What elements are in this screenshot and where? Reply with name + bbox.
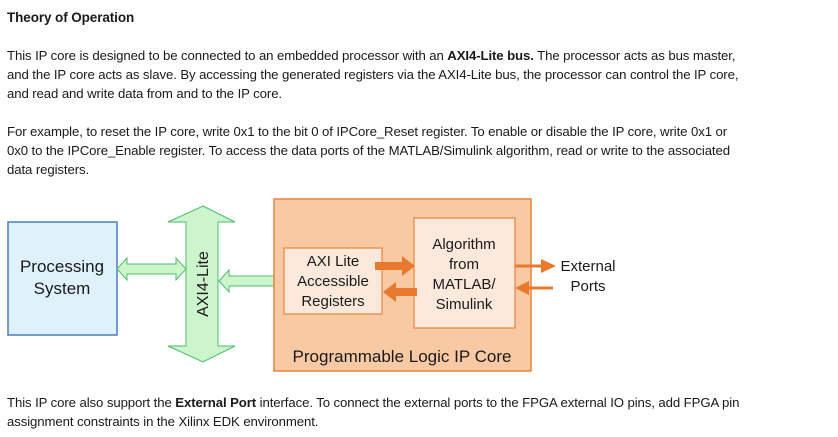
axi-registers-label-line2: Accessible (297, 273, 369, 290)
processing-system-box (7, 221, 118, 336)
bold-term-axi4-lite-bus: AXI4-Lite bus. (447, 48, 534, 63)
paragraph-line: assignment constraints in the Xilinx EDK… (7, 414, 319, 429)
algorithm-label-line2: from (449, 256, 479, 273)
axi-registers-label-line1: AXI Lite (307, 253, 360, 270)
axi-registers-box (283, 247, 383, 315)
processing-system-label-line1: Processing (20, 257, 104, 276)
paragraph-intro: This IP core is designed to be connected… (7, 46, 738, 103)
paragraph-line: This IP core also support the External P… (7, 393, 739, 412)
paragraph-line: and read and write data from and to the … (7, 86, 282, 101)
ip-core-label: Programmable Logic IP Core (293, 347, 512, 366)
paragraph-line: This IP core is designed to be connected… (7, 46, 738, 65)
registers-to-algorithm-arrow (375, 256, 415, 276)
external-to-algorithm-arrowhead (515, 281, 529, 295)
paragraph-external-port: This IP core also support the External P… (7, 393, 739, 431)
algorithm-to-external-arrowhead (541, 259, 556, 273)
algorithm-label-line1: Algorithm (432, 236, 495, 253)
paragraph-example: For example, to reset the IP core, write… (7, 122, 730, 179)
paragraph-line: For example, to reset the IP core, write… (7, 124, 728, 139)
text-run: This IP core also support the (7, 395, 176, 410)
paragraph-line: and the IP core acts as slave. By access… (7, 67, 739, 82)
processing-system-label-line2: System (34, 279, 91, 298)
paragraph-line: data registers. (7, 162, 90, 177)
algorithm-to-registers-arrow (383, 282, 417, 302)
text-run: interface. To connect the external ports… (256, 395, 740, 410)
axi4-lite-bus-label: AXI4-Lite (195, 251, 212, 317)
algorithm-box (413, 217, 516, 329)
paragraph-line: 0x0 to the IPCore_Enable register. To ac… (7, 143, 730, 158)
algorithm-label-line4: Simulink (436, 296, 493, 313)
axi4-lite-bus-arrow (167, 205, 236, 363)
section-title: Theory of Operation (7, 10, 135, 25)
algorithm-label-line3: MATLAB/ (432, 276, 496, 293)
external-ports-label-line1: External (560, 258, 615, 275)
text-run: This IP core is designed to be connected… (7, 48, 448, 63)
external-ports-label-line2: Ports (570, 278, 605, 295)
axi-registers-label-line3: Registers (301, 293, 364, 310)
bold-term-external-port: External Port (175, 395, 257, 410)
text-run: The processor acts as bus master, (533, 48, 736, 63)
ps-bus-double-arrow (116, 256, 187, 282)
